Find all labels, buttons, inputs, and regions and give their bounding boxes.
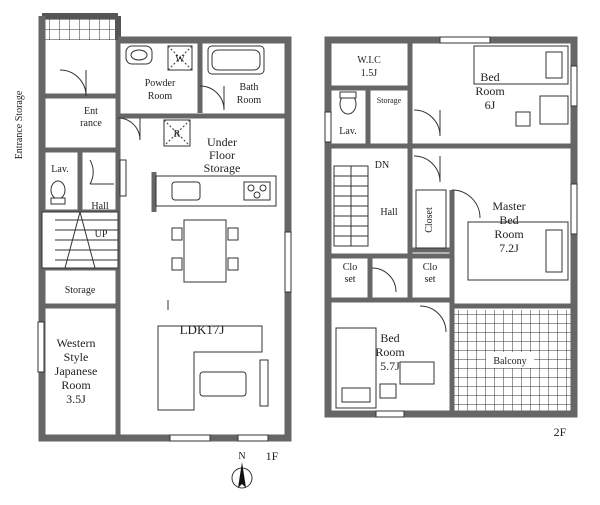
mark-w: W <box>175 54 185 65</box>
under-floor-storage-label-3: Storage <box>204 161 241 175</box>
entrance-storage-label: Entrance Storage <box>14 90 25 159</box>
bed-6j-label-1: Bed <box>480 70 499 84</box>
floor1-outer-walls <box>38 16 292 442</box>
hall-2f-label: Hall <box>380 207 397 218</box>
floor1-doors <box>59 69 225 310</box>
floor2-outer-walls <box>324 36 578 418</box>
balcony-label: Balcony <box>493 356 526 367</box>
closet-master <box>415 189 447 249</box>
north-arrow-icon <box>238 462 246 488</box>
floor2-labels: W.I.C 1.5J Storage Lav. Bed Room 6J DN H… <box>339 55 534 373</box>
floor2-label: 2F <box>554 425 567 439</box>
western-room-label-3: Japanese <box>55 364 98 378</box>
compass-n-label: N <box>238 451 245 462</box>
master-label-3: Room <box>494 227 524 241</box>
bed-57j-label-3: 5.7J <box>380 359 400 373</box>
storage-1f-label: Storage <box>65 285 96 296</box>
bed-57j-label-1: Bed <box>380 331 399 345</box>
toilet-1f <box>50 180 66 200</box>
dn-label: DN <box>375 160 389 171</box>
storage-2f-label: Storage <box>377 96 402 105</box>
desk-57j <box>399 361 435 385</box>
closet-label: Closet <box>424 207 435 233</box>
stairs-2f <box>333 165 369 247</box>
closet-right-label-2: set <box>424 274 435 285</box>
floor1-labels: W R Entrance Storage Ent rance Powder Ro… <box>14 54 261 406</box>
western-room-label-1: Western <box>56 336 95 350</box>
floor1-windows <box>37 159 292 442</box>
western-room-label-2: Style <box>64 350 89 364</box>
bed-6j-label-2: Room <box>475 84 505 98</box>
stairs-1f <box>41 211 119 269</box>
compass: N <box>231 451 253 489</box>
wic-label-1: W.I.C <box>357 55 381 66</box>
bath-room-label-1: Bath <box>240 82 259 93</box>
coffee-table <box>199 371 247 397</box>
lav-1f-label: Lav. <box>51 164 68 175</box>
master-label-4: 7.2J <box>499 241 519 255</box>
bath-room-label-2: Room <box>237 95 262 106</box>
tv-unit <box>259 359 269 407</box>
entrance-label-1: Ent <box>84 106 98 117</box>
under-floor-storage-label-2: Floor <box>209 148 235 162</box>
hatch-box <box>163 119 191 147</box>
dining-table <box>183 219 227 283</box>
floor-2: W.I.C 1.5J Storage Lav. Bed Room 6J DN H… <box>324 36 578 439</box>
bed-57j-label-2: Room <box>375 345 405 359</box>
sofa <box>157 325 263 411</box>
floor2-fixtures <box>333 45 569 409</box>
western-room-label-4: Room <box>61 378 91 392</box>
entrance-label-2: rance <box>80 118 102 129</box>
closet-left-label-2: set <box>344 274 355 285</box>
floor2-windows <box>324 36 578 418</box>
powder-room-label-2: Room <box>148 91 173 102</box>
closet-right-label-1: Clo <box>423 262 437 273</box>
master-label-1: Master <box>492 199 525 213</box>
hall-1f-label: Hall <box>91 201 108 212</box>
floor2-doors <box>371 109 481 333</box>
master-label-2: Bed <box>499 213 518 227</box>
lav-2f-label: Lav. <box>339 126 356 137</box>
floor1-fixtures <box>41 45 277 411</box>
western-room-label-5: 3.5J <box>66 392 86 406</box>
closet-left-label-1: Clo <box>343 262 357 273</box>
floor2-interior-walls <box>328 40 574 414</box>
floor1-label: 1F <box>266 449 279 463</box>
floor-1: W R Entrance Storage Ent rance Powder Ro… <box>14 13 292 463</box>
mark-r: R <box>174 129 181 140</box>
desk-6j <box>539 95 569 125</box>
bed-6j-label-3: 6J <box>485 98 496 112</box>
ldk-label: LDK17J <box>180 322 225 337</box>
up-label: UP <box>95 229 108 240</box>
under-floor-storage-label-1: Under <box>207 135 237 149</box>
wic-label-2: 1.5J <box>361 68 378 79</box>
powder-room-label-1: Powder <box>145 78 176 89</box>
